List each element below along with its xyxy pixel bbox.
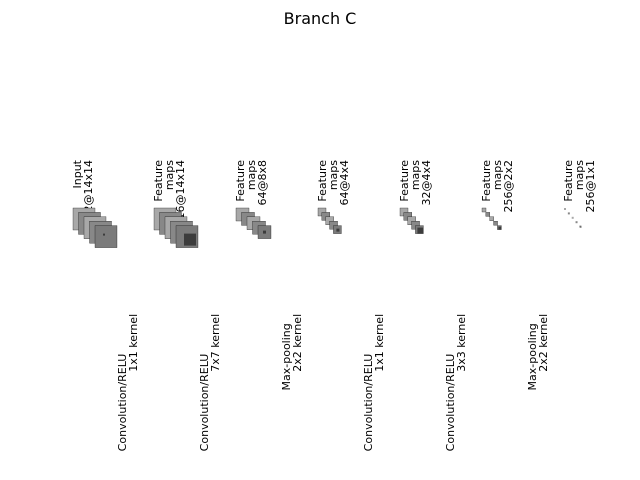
layer-2-label-line-0: Feature [234,160,247,202]
operation-2-label-line-0: Max-pooling [280,323,293,390]
layer-0-label-line-0: Input [71,159,84,188]
layer-1-label-line-2: 16@14x14 [174,160,187,220]
layer-1-label-line-1: maps [163,160,176,190]
layer-5-label-line-2: 256@2x2 [502,160,515,213]
layer-5-map-1 [485,212,491,217]
layer-6-label-line-0: Feature [562,160,575,202]
operation-5-label-line-1: 2x2 kernel [537,314,550,372]
layer-6-label-line-2: 256@1x1 [584,160,597,213]
layer-3-kernel [336,228,340,232]
layer-5-label-line-0: Feature [480,160,493,202]
layer-2-label-line-2: 64@8x8 [256,160,269,206]
operation-0-label-line-0: Convolution/RELU [116,354,129,452]
operation-1-label-line-0: Convolution/RELU [198,354,211,452]
layer-5-map-0 [481,207,487,213]
operation-5-label-line-0: Max-pooling [526,323,539,390]
operation-0-label-line-1: 1x1 kernel [127,314,140,372]
operation-3-label-line-0: Convolution/RELU [362,354,375,452]
layer-6-map-2 [571,216,574,219]
layer-4-label-line-0: Feature [398,160,411,202]
layer-5-map-3 [493,221,498,226]
layer-3-label-line-1: maps [327,160,340,190]
layer-1-label-line-0: Feature [152,160,165,202]
layer-5-label-line-1: maps [491,160,504,190]
layer-0-label-line-1: 32@14x14 [82,160,95,220]
layer-5-kernel [498,226,502,230]
layer-0-map-4 [94,225,118,248]
layer-3-label-line-0: Feature [316,160,329,202]
layer-2-kernel [263,230,266,234]
diagram-title: Branch C [284,9,357,28]
layer-2-label-line-1: maps [245,160,258,190]
layer-6-label-line-1: maps [573,160,586,190]
layer-6-map-0 [564,208,566,210]
layer-6-map-3 [575,221,578,224]
operation-1-label-line-1: 7x7 kernel [209,314,222,372]
layer-5-map-2 [489,216,494,221]
layer-4-label-line-2: 32@4x4 [420,160,433,206]
layer-3-label-line-2: 64@4x4 [338,160,351,206]
operation-4-label-line-1: 3x3 kernel [455,314,468,372]
operation-3-label-line-1: 1x1 kernel [373,314,386,372]
layer-6-map-1 [567,212,570,215]
layer-6-kernel [580,226,582,228]
layer-4-kernel [417,227,424,234]
layer-0-kernel [103,233,105,236]
layer-4-label-line-1: maps [409,160,422,190]
operation-2-label-line-1: 2x2 kernel [291,314,304,372]
operation-4-label-line-0: Convolution/RELU [444,354,457,452]
layer-1-kernel [184,233,196,246]
